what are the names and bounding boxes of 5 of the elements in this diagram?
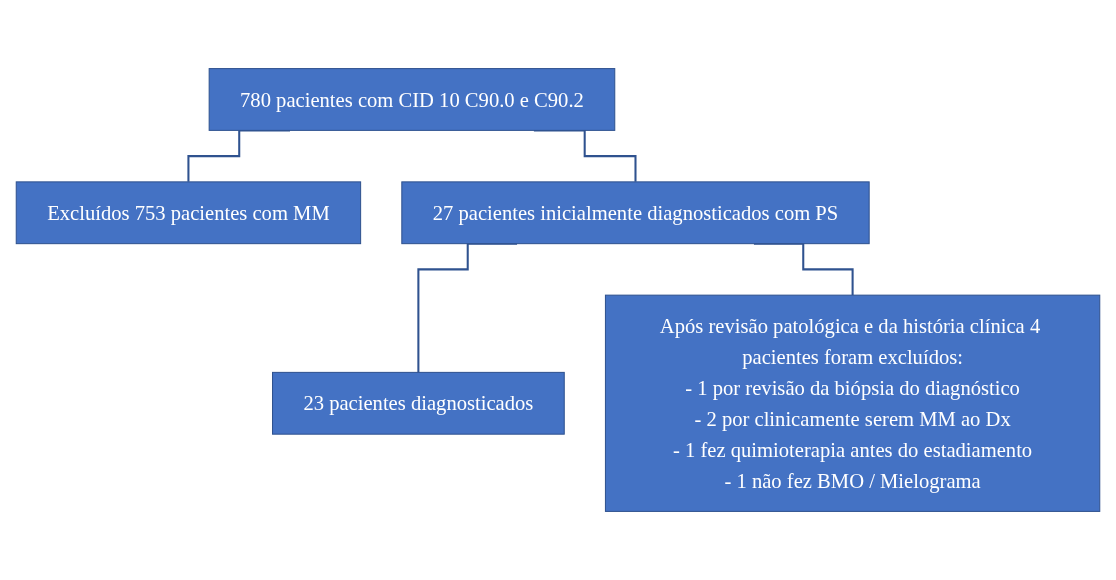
node-box: 780 pacientes com CID 10 C90.0 e C90.2 [208, 68, 616, 131]
node-box: Após revisão patológica e da história clínica 4 pacientes foram excluídos: - 1 por revisão da biópsia do diagnóstico - 2 por clinicamente serem MM ao Dx - 1 fez quimioterapia antes do estadiamento - 1 não fez BMO / Mielograma [604, 294, 1101, 512]
node-box: 27 pacientes inicialmente diagnosticados com PS [401, 181, 870, 245]
node-box: 23 pacientes diagnosticados [272, 371, 565, 435]
node-box: Excluídos 753 pacientes com MM [15, 181, 362, 245]
